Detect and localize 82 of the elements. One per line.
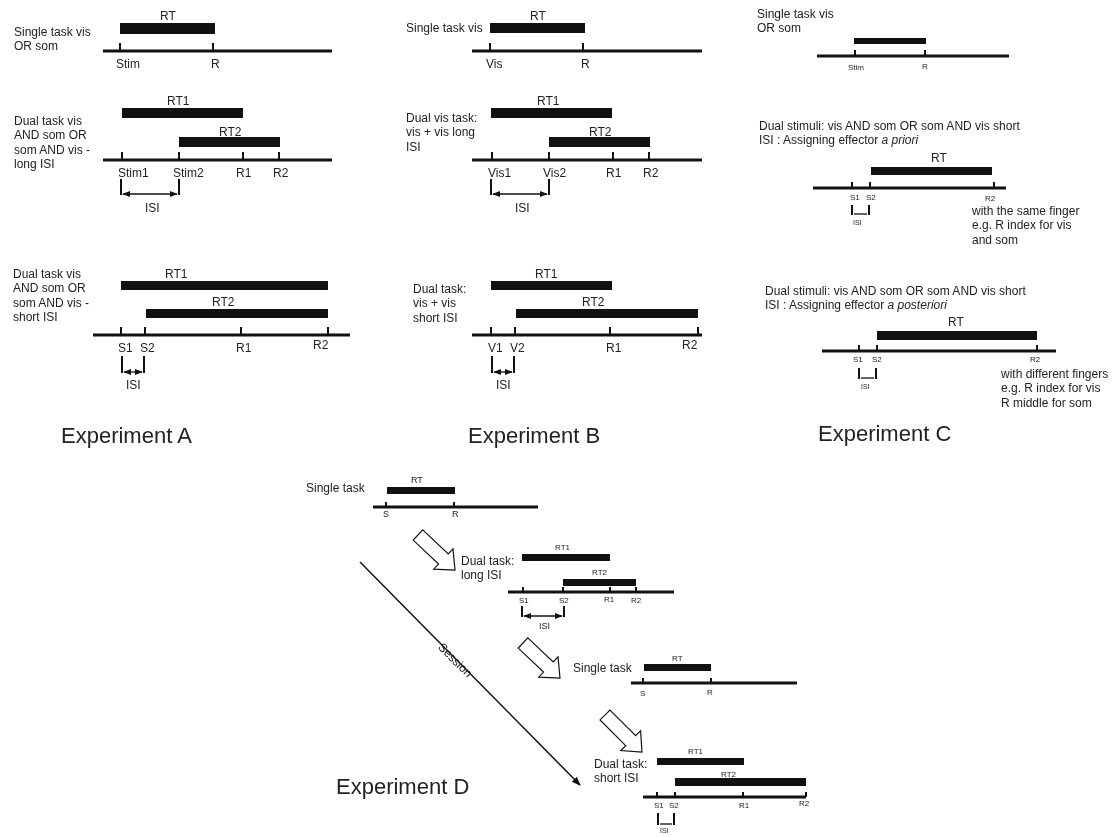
event-label: S1 — [853, 355, 863, 365]
bar-label: RT — [160, 9, 176, 24]
event-label: R1 — [604, 595, 615, 605]
condition-label: Single task vis — [406, 21, 484, 36]
event-label: S2 — [559, 596, 569, 606]
bar-label: RT2 — [582, 295, 605, 310]
panel-title: Experiment A — [61, 423, 192, 450]
event-label: R2 — [643, 166, 659, 181]
event-label: S1 — [519, 596, 529, 606]
event-label: R — [922, 62, 928, 72]
event-label: V1 — [488, 341, 503, 356]
event-label: S — [383, 509, 389, 520]
event-label: R — [452, 509, 459, 520]
event-label: Stim — [848, 63, 864, 73]
condition-label: Dual stimuli: vis AND som OR som AND vis short ISI : Assigning effector a priori — [759, 119, 1021, 148]
bar-label: RT1 — [535, 267, 558, 282]
event-label: Stim — [116, 57, 140, 72]
interval-label: ISI — [496, 378, 511, 393]
condition-label: Dual stimuli: vis AND som OR som AND vis short ISI : Assigning effector a posteriori — [765, 284, 1027, 313]
bar-label: RT — [672, 654, 683, 664]
bar-label: RT1 — [165, 267, 188, 282]
condition-label: Dual task: long ISI — [461, 554, 516, 583]
condition-label: Single task vis OR som — [14, 25, 92, 54]
event-label: S2 — [140, 341, 155, 356]
event-label: Vis1 — [488, 166, 512, 181]
panel-title: Experiment D — [336, 774, 470, 801]
note-text: with the same finger e.g. R index for vis and som — [972, 204, 1081, 248]
bar-label: RT — [530, 9, 546, 24]
event-label: R2 — [273, 166, 289, 181]
condition-label: Single task vis OR som — [757, 7, 835, 36]
interval-label: ISI — [515, 201, 530, 216]
event-label: S2 — [866, 193, 876, 203]
interval-label: ISI — [539, 621, 550, 632]
interval-label: ISI — [145, 201, 160, 216]
bar-label: RT1 — [688, 747, 703, 757]
event-label: R — [707, 688, 713, 698]
condition-label: Dual task: short ISI — [594, 757, 649, 786]
event-label: Vis2 — [543, 166, 567, 181]
condition-label: Dual vis task: vis + vis long ISI — [406, 111, 479, 155]
condition-label: Dual task vis AND som OR som AND vis -short ISI — [13, 267, 90, 325]
event-label: R1 — [606, 166, 622, 181]
event-label: R2 — [313, 338, 329, 353]
bar-label: RT2 — [721, 770, 736, 780]
condition-label: Single task — [306, 481, 365, 496]
condition-label: Dual task: vis + vis short ISI — [413, 282, 468, 326]
event-label: Stim1 — [118, 166, 149, 181]
event-label: Vis — [486, 57, 503, 72]
event-label: S2 — [872, 355, 882, 365]
event-label: S2 — [669, 801, 679, 811]
event-label: R1 — [606, 341, 622, 356]
event-label: R1 — [236, 341, 252, 356]
interval-label: ISI — [126, 378, 141, 393]
event-label: S — [640, 689, 646, 699]
bar-label: RT — [411, 475, 423, 486]
event-label: R2 — [631, 596, 642, 606]
event-label: R2 — [799, 799, 810, 809]
bar-label: RT2 — [219, 125, 242, 140]
bar-label: RT2 — [592, 568, 607, 578]
note-text: with different fingers e.g. R index for vis R middle for som — [1001, 367, 1110, 411]
event-label: R1 — [739, 801, 750, 811]
event-label: S1 — [118, 341, 133, 356]
event-label: S1 — [654, 801, 664, 811]
bar-label: RT1 — [167, 94, 190, 109]
event-label: R1 — [236, 166, 252, 181]
bar-label: RT1 — [537, 94, 560, 109]
event-label: R — [211, 57, 220, 72]
panel-title: Experiment B — [468, 423, 601, 450]
event-label: R2 — [682, 338, 698, 353]
bar-label: RT2 — [212, 295, 235, 310]
bar-label: RT — [931, 151, 947, 166]
event-label: R — [581, 57, 590, 72]
event-label: R2 — [985, 194, 996, 204]
event-label: S1 — [850, 193, 860, 203]
event-label: R2 — [1030, 355, 1041, 365]
event-label: Stim2 — [173, 166, 204, 181]
bar-label: RT1 — [555, 543, 570, 553]
event-label: V2 — [510, 341, 525, 356]
condition-label: Dual task vis AND som OR som AND vis -long ISI — [14, 114, 91, 172]
bar-label: RT2 — [589, 125, 612, 140]
bar-label: RT — [948, 315, 964, 330]
panel-title: Experiment C — [818, 421, 952, 448]
condition-label: Single task — [573, 661, 632, 676]
